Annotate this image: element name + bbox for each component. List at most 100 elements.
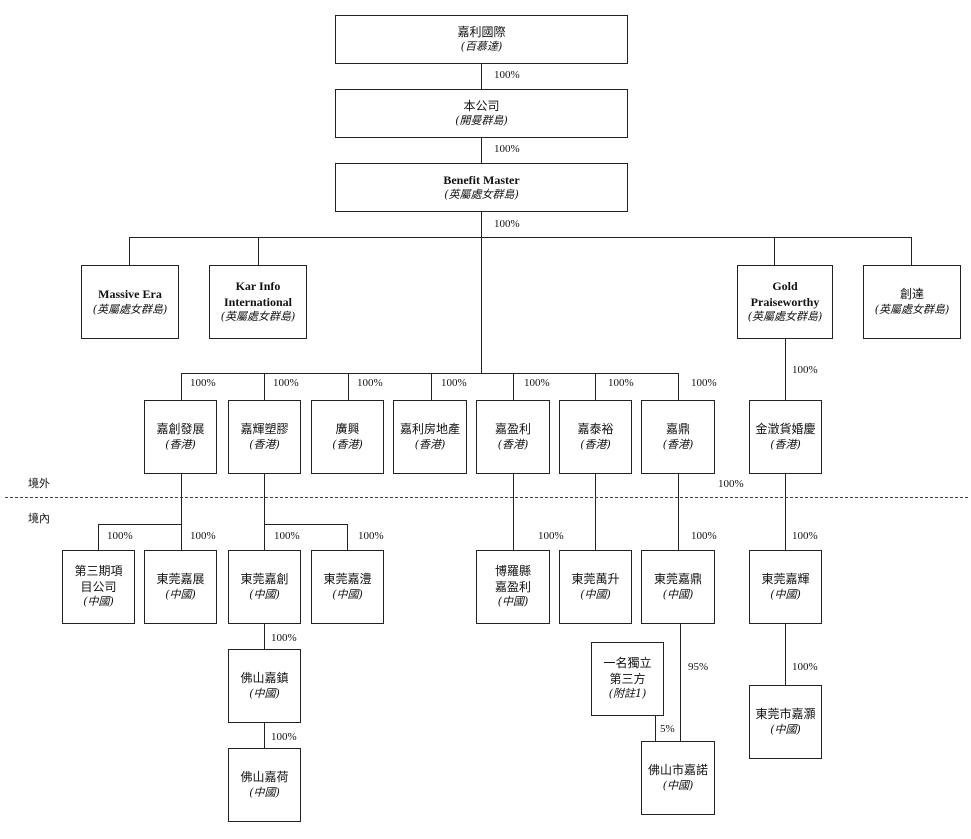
entity-fs-kahe: 佛山嘉荷 (中國) <box>228 748 301 822</box>
entity-kataiyu: 嘉泰裕 (香港) <box>559 400 632 474</box>
entity-name: 東莞嘉展 <box>156 572 205 587</box>
entity-place: (英屬處女群島) <box>444 188 519 202</box>
onshore-label: 境內 <box>28 512 50 525</box>
entity-place: (中國) <box>332 587 363 601</box>
entity-name: Kar Info International <box>223 279 292 309</box>
ownership-percent: 100% <box>190 530 216 542</box>
entity-place: (香港) <box>662 437 694 451</box>
entity-name: 嘉利國際 <box>457 24 506 39</box>
entity-name: 嘉輝塑膠 <box>240 422 289 437</box>
entity-place: (中國) <box>770 722 801 736</box>
ownership-percent: 100% <box>538 530 564 542</box>
entity-jinhui: 金澂貨婚慶 (香港) <box>749 400 822 474</box>
entity-guangxing: 廣興 (香港) <box>311 400 384 474</box>
entity-name: 東莞嘉鼎 <box>653 572 702 587</box>
ownership-percent: 95% <box>688 661 709 673</box>
entity-dg-kachuang: 東莞嘉創 (中國) <box>228 550 301 624</box>
ownership-percent: 100% <box>691 530 717 542</box>
ownership-percent: 100% <box>273 377 299 389</box>
ownership-percent: 100% <box>608 377 634 389</box>
entity-dg-kali: 東莞嘉澧 (中國) <box>311 550 384 624</box>
entity-chuang-da: 創達 (英屬處女群島) <box>863 265 961 339</box>
ownership-percent: 100% <box>358 530 384 542</box>
entity-name: 嘉創發展 <box>156 422 205 437</box>
entity-place: (香港) <box>249 437 280 451</box>
entity-name: 東莞萬升 <box>571 572 620 587</box>
entity-name: 佛山嘉鎮 <box>240 671 289 686</box>
entity-kar-info: Kar Info International (英屬處女群島) <box>209 265 307 339</box>
entity-place: (中國) <box>83 595 114 609</box>
entity-gold-praiseworthy: Gold Praiseworthy (英屬處女群島) <box>737 265 833 339</box>
entity-kading: 嘉鼎 (香港) <box>641 400 715 474</box>
entity-name: 金澂貨婚慶 <box>755 422 816 437</box>
entity-place: (中國) <box>662 778 694 792</box>
entity-name: 本公司 <box>463 98 500 113</box>
entity-place: (香港) <box>770 437 801 451</box>
entity-third-party: 一名獨立第三方 (附註1) <box>591 642 664 716</box>
entity-dg-wansheng: 東莞萬升 (中國) <box>559 550 632 624</box>
entity-benefit-master: Benefit Master (英屬處女群島) <box>335 163 628 212</box>
entity-name: 佛山市嘉諾 <box>647 763 708 778</box>
ownership-percent: 100% <box>107 530 133 542</box>
entity-place: (英屬處女群島) <box>220 310 296 324</box>
ownership-percent: 100% <box>792 364 818 376</box>
entity-name: 東莞嘉澧 <box>323 572 372 587</box>
offshore-onshore-divider <box>5 497 968 498</box>
entity-place: (香港) <box>414 437 446 451</box>
ownership-percent: 100% <box>524 377 550 389</box>
entity-dg-kahui: 東莞嘉輝 (中國) <box>749 550 822 624</box>
entity-name: 佛山嘉荷 <box>240 770 289 785</box>
entity-name: 嘉鼎 <box>665 422 690 437</box>
entity-name: 嘉泰裕 <box>577 422 614 437</box>
entity-kaying: 嘉盈利 (香港) <box>476 400 550 474</box>
ownership-percent: 100% <box>271 731 297 743</box>
entity-place: (香港) <box>165 437 196 451</box>
entity-name: Massive Era <box>98 287 162 302</box>
entity-kali-property: 嘉利房地產 (香港) <box>393 400 467 474</box>
entity-name: 嘉利房地產 <box>399 422 460 437</box>
entity-kali-intl: 嘉利國際 (百慕達) <box>335 15 628 64</box>
entity-place: (中國) <box>249 785 280 799</box>
ownership-percent: 100% <box>190 377 216 389</box>
entity-third-phase: 第三期項目公司 (中國) <box>62 550 135 624</box>
entity-company: 本公司 (開曼群島) <box>335 89 628 138</box>
entity-name: 博羅縣嘉盈利 <box>494 564 531 594</box>
entity-place: (中國) <box>497 595 529 609</box>
entity-dg-kading: 東莞嘉鼎 (中國) <box>641 550 715 624</box>
entity-name: 第三期項目公司 <box>74 564 123 594</box>
ownership-percent: 100% <box>357 377 383 389</box>
entity-dg-kahao: 東莞市嘉灝 (中國) <box>749 685 822 759</box>
entity-place: (百慕達) <box>460 40 503 54</box>
ownership-percent: 100% <box>792 530 818 542</box>
ownership-percent: 100% <box>441 377 467 389</box>
entity-fs-kanuo: 佛山市嘉諾 (中國) <box>641 741 715 815</box>
entity-place: (香港) <box>332 437 363 451</box>
entity-boluo-kaying: 博羅縣嘉盈利 (中國) <box>476 550 550 624</box>
entity-name: 東莞嘉創 <box>240 572 289 587</box>
ownership-percent: 100% <box>718 478 744 490</box>
entity-name: 一名獨立第三方 <box>603 656 652 686</box>
offshore-label: 境外 <box>28 477 50 490</box>
entity-name: 創達 <box>899 287 924 302</box>
entity-place: (中國) <box>249 686 280 700</box>
ownership-percent: 100% <box>274 530 300 542</box>
entity-massive-era: Massive Era (英屬處女群島) <box>81 265 179 339</box>
entity-name: Gold Praiseworthy <box>750 279 820 309</box>
entity-place: (香港) <box>580 437 611 451</box>
entity-name: Benefit Master <box>443 172 520 187</box>
entity-place: (英屬處女群島) <box>92 302 168 316</box>
ownership-percent: 100% <box>691 377 717 389</box>
entity-name: 東莞嘉輝 <box>761 572 810 587</box>
entity-kahui-plastic: 嘉輝塑膠 (香港) <box>228 400 301 474</box>
entity-place: (中國) <box>165 587 196 601</box>
entity-place: (開曼群島) <box>455 114 508 128</box>
entity-fs-kazhen: 佛山嘉鎮 (中國) <box>228 649 301 723</box>
ownership-percent: 100% <box>494 218 520 230</box>
ownership-percent: 100% <box>792 661 818 673</box>
entity-place: (中國) <box>770 587 801 601</box>
entity-place: (附註1) <box>608 687 647 701</box>
entity-place: (中國) <box>249 587 280 601</box>
entity-name: 東莞市嘉灝 <box>755 707 816 722</box>
entity-place: (香港) <box>497 437 529 451</box>
entity-kachuang-dev: 嘉創發展 (香港) <box>144 400 217 474</box>
